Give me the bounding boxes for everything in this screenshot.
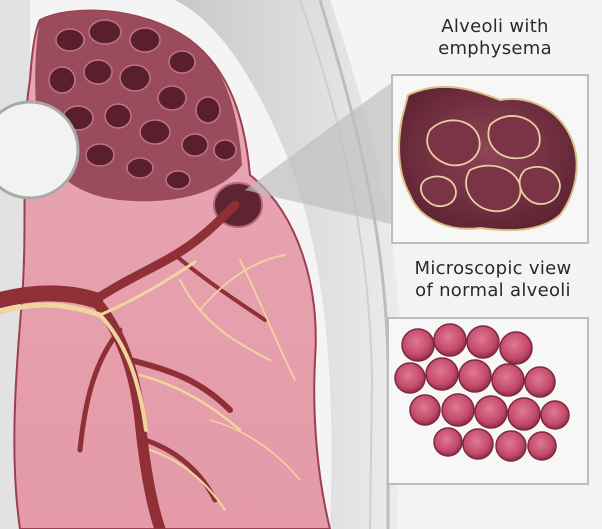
- aortic-arch: [0, 102, 78, 198]
- normal-label-line2: of normal alveoli: [385, 280, 601, 302]
- emphysema-label: Alveoli with emphysema: [395, 16, 595, 60]
- emphysema-label-line1: Alveoli with: [395, 16, 595, 38]
- emphysema-label-line2: emphysema: [395, 38, 595, 60]
- normal-label-line1: Microscopic view: [385, 258, 601, 280]
- normal-alveoli-label: Microscopic view of normal alveoli: [385, 258, 601, 302]
